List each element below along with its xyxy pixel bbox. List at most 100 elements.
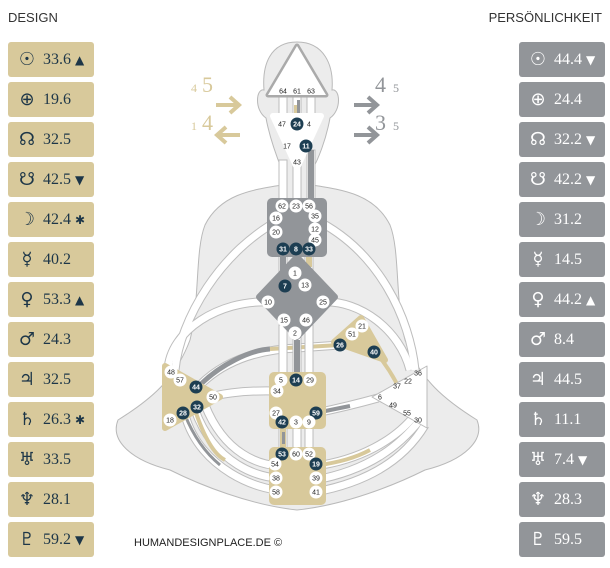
gate-14[interactable]: 14	[289, 373, 303, 387]
planet-row-moon[interactable]: ☽31.2	[519, 202, 605, 237]
gate-10[interactable]: 10	[261, 295, 275, 309]
gate-47[interactable]: 47	[278, 122, 286, 129]
solar-plexus-center	[371, 365, 428, 429]
gate-59[interactable]: 59	[309, 406, 323, 420]
gate-24[interactable]: 24	[290, 117, 304, 131]
planet-row-mars[interactable]: ♂24.3	[8, 322, 94, 357]
gate-33[interactable]: 33	[302, 242, 316, 256]
gate-circle	[288, 326, 302, 340]
neptune-icon: ♆	[18, 489, 36, 510]
gate-circle	[189, 380, 203, 394]
gate-49[interactable]: 49	[389, 403, 397, 410]
gate-61[interactable]: 61	[293, 89, 301, 96]
south-node-icon: ☋	[530, 169, 546, 190]
gate-35[interactable]: 35	[308, 209, 322, 223]
gate-56[interactable]: 56	[302, 199, 316, 213]
gate-46[interactable]: 46	[299, 313, 313, 327]
planet-row-neptune[interactable]: ♆28.1	[8, 482, 94, 517]
planet-row-north-node[interactable]: ☊32.2▼	[519, 122, 605, 157]
gate-36[interactable]: 36	[414, 371, 422, 378]
mercury-icon: ☿	[532, 249, 544, 270]
planet-row-sun[interactable]: ☉33.6▲	[8, 42, 94, 77]
gate-28[interactable]: 28	[176, 406, 190, 420]
gate-30[interactable]: 30	[414, 418, 422, 425]
planet-row-mars[interactable]: ♂8.4	[519, 322, 605, 357]
gate-13[interactable]: 13	[298, 278, 312, 292]
gate-circle	[173, 373, 187, 387]
gate-21[interactable]: 21	[355, 319, 369, 333]
planet-row-sun[interactable]: ☉44.4▼	[519, 42, 605, 77]
gate-54[interactable]: 54	[268, 457, 282, 471]
gate-15[interactable]: 15	[277, 313, 291, 327]
gate-42[interactable]: 42	[275, 415, 289, 429]
gate-64[interactable]: 64	[279, 89, 287, 96]
planet-row-earth[interactable]: ⊕19.6	[8, 82, 94, 117]
planet-row-mercury[interactable]: ☿40.2	[8, 242, 94, 277]
gate-52[interactable]: 52	[302, 447, 316, 461]
planet-row-north-node[interactable]: ☊32.5	[8, 122, 94, 157]
gate-32[interactable]: 32	[190, 400, 204, 414]
gate-18[interactable]: 18	[163, 413, 177, 427]
gate-19[interactable]: 19	[309, 457, 323, 471]
planet-row-pluto[interactable]: ♇59.2▼	[8, 522, 94, 557]
planet-row-uranus[interactable]: ♅33.5	[8, 442, 94, 477]
planet-row-jupiter[interactable]: ♃32.5	[8, 362, 94, 397]
gate-38[interactable]: 38	[269, 471, 283, 485]
gate-55[interactable]: 55	[403, 411, 411, 418]
gate-43[interactable]: 43	[293, 160, 301, 167]
planet-row-pluto[interactable]: ♇59.5	[519, 522, 605, 557]
gate-63[interactable]: 63	[307, 89, 315, 96]
gate-50[interactable]: 50	[206, 390, 220, 404]
planet-row-uranus[interactable]: ♅7.4▼	[519, 442, 605, 477]
gate-7[interactable]: 7	[278, 279, 292, 293]
planet-row-jupiter[interactable]: ♃44.5	[519, 362, 605, 397]
gate-11[interactable]: 11	[299, 139, 313, 153]
gate-22[interactable]: 22	[404, 379, 412, 386]
venus-icon: ♀	[20, 289, 34, 310]
gate-29[interactable]: 29	[303, 373, 317, 387]
planet-row-south-node[interactable]: ☋42.2▼	[519, 162, 605, 197]
gate-31[interactable]: 31	[276, 242, 290, 256]
gate-3[interactable]: 3	[289, 415, 303, 429]
planet-row-venus[interactable]: ♀44.2▲	[519, 282, 605, 317]
gate-26[interactable]: 26	[333, 338, 347, 352]
gate-2[interactable]: 2	[288, 326, 302, 340]
gate-16[interactable]: 16	[269, 211, 283, 225]
gate-48[interactable]: 48	[164, 365, 178, 379]
gate-51[interactable]: 51	[345, 327, 359, 341]
planet-row-saturn[interactable]: ♄11.1	[519, 402, 605, 437]
gate-1[interactable]: 1	[288, 266, 302, 280]
gate-17[interactable]: 17	[283, 144, 291, 151]
gate-62[interactable]: 62	[275, 199, 289, 213]
planet-row-mercury[interactable]: ☿14.5	[519, 242, 605, 277]
gate-53[interactable]: 53	[275, 447, 289, 461]
gate-4[interactable]: 4	[307, 122, 311, 129]
gate-39[interactable]: 39	[309, 471, 323, 485]
gate-41[interactable]: 41	[309, 485, 323, 499]
planet-row-saturn[interactable]: ♄26.3✱	[8, 402, 94, 437]
gate-57[interactable]: 57	[173, 373, 187, 387]
gate-44[interactable]: 44	[189, 380, 203, 394]
gate-37[interactable]: 37	[393, 384, 401, 391]
gate-34[interactable]: 34	[270, 384, 284, 398]
planet-row-neptune[interactable]: ♆28.3	[519, 482, 605, 517]
gate-number: 2	[293, 331, 297, 338]
gate-number: 17	[283, 144, 291, 151]
planet-row-earth[interactable]: ⊕24.4	[519, 82, 605, 117]
gate-8[interactable]: 8	[289, 242, 303, 256]
gate-40[interactable]: 40	[367, 345, 381, 359]
gate-25[interactable]: 25	[316, 295, 330, 309]
planet-row-south-node[interactable]: ☋42.5▼	[8, 162, 94, 197]
gate-5[interactable]: 5	[274, 373, 288, 387]
gate-circle	[261, 295, 275, 309]
gate-58[interactable]: 58	[269, 485, 283, 499]
planet-row-venus[interactable]: ♀53.3▲	[8, 282, 94, 317]
gate-20[interactable]: 20	[269, 225, 283, 239]
planet-row-moon[interactable]: ☽42.4✱	[8, 202, 94, 237]
gate-23[interactable]: 23	[289, 199, 303, 213]
gate-12[interactable]: 12	[308, 222, 322, 236]
gate-60[interactable]: 60	[289, 447, 303, 461]
gate-9[interactable]: 9	[302, 415, 316, 429]
gate-6[interactable]: 6	[378, 395, 382, 402]
